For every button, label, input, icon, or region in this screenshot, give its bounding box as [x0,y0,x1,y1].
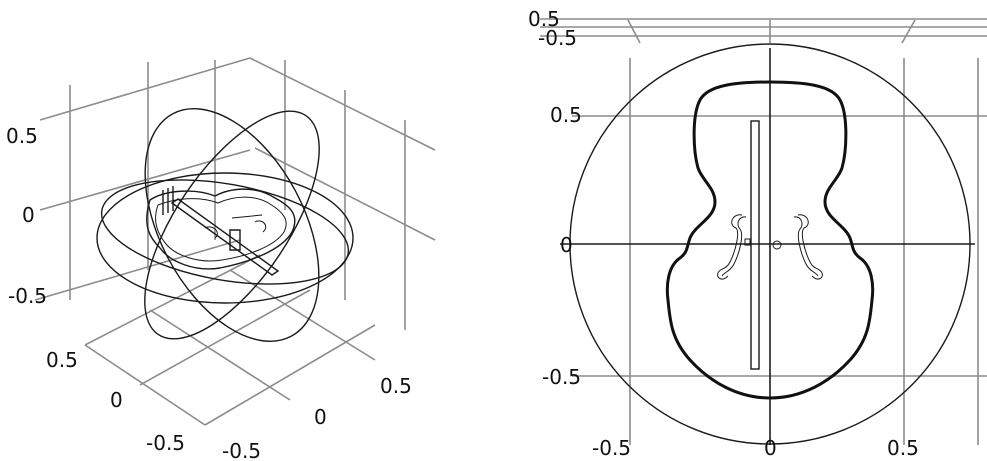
tick-label-x-3: 0.5 [887,436,919,460]
tick-labels-top: 0.5 -0.5 0.5 0 -0.5 -0.5 0 0.5 [528,7,919,460]
tick-label-axis-b-3: 0.5 [380,374,412,398]
grid-lines-3d [34,57,436,426]
tick-label-axis-b-1: -0.5 [222,439,261,461]
tick-label-x-2: 0 [764,436,777,460]
sphere-wireframe-3d [96,108,354,342]
tick-label-vertical-1: 0.5 [6,124,38,148]
violin-body-top [665,80,875,400]
isometric-3d-canvas: 0.5 0 -0.5 0.5 0 -0.5 -0.5 0 0.5 [6,57,436,461]
tick-label-axis-b-2: 0 [314,405,327,429]
tick-labels-3d: 0.5 0 -0.5 0.5 0 -0.5 -0.5 0 0.5 [6,124,412,461]
tick-label-axis-a-2: 0 [110,388,123,412]
tick-label-x-1: -0.5 [592,436,631,460]
sphere-outline-top [569,43,971,445]
grid-lines-top [540,18,987,445]
violin-body-3d [146,186,296,276]
tick-label-top-1: 0.5 [528,7,560,31]
top-2d-view[interactable]: 0.5 -0.5 0.5 0 -0.5 -0.5 0 0.5 [500,0,987,461]
axes-top [560,48,975,445]
tick-label-axis-a-1: 0.5 [46,348,78,372]
top-view-canvas: 0.5 -0.5 0.5 0 -0.5 -0.5 0 0.5 [528,7,987,460]
tick-label-vertical-3: -0.5 [8,284,47,308]
tick-label-axis-a-3: -0.5 [146,431,185,455]
tick-label-vertical-2: 0 [22,203,35,227]
tick-label-y-2: 0 [560,233,573,257]
tick-label-top-2: -0.5 [538,26,577,50]
tick-label-y-1: 0.5 [550,103,582,127]
tick-label-y-3: -0.5 [542,365,581,389]
isometric-3d-view[interactable]: 0.5 0 -0.5 0.5 0 -0.5 -0.5 0 0.5 [0,0,500,461]
fingerboard-top [750,120,760,370]
